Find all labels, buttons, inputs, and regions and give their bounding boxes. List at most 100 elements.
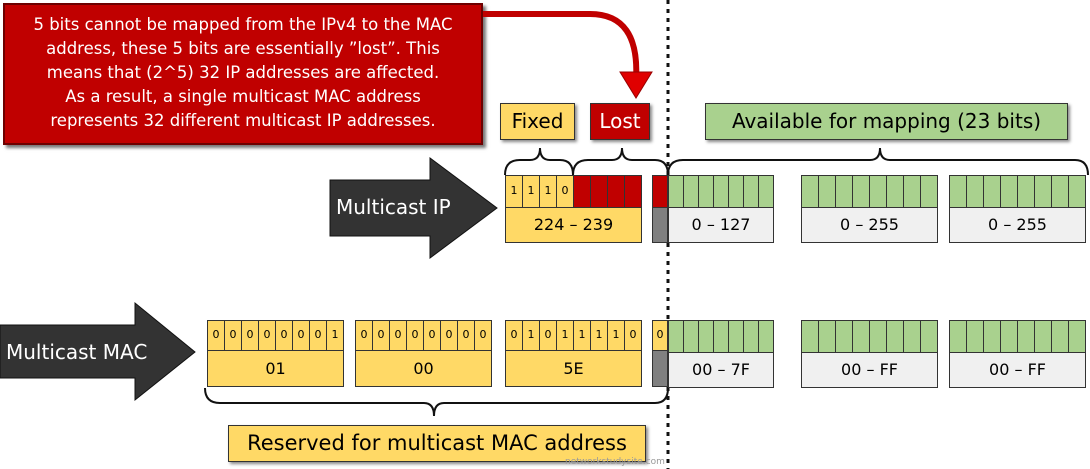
mac-fixed-bit: 0 [241, 320, 259, 351]
available-bit [920, 175, 938, 208]
mac-fixed-bit: 0 [406, 320, 424, 351]
lost-bit [652, 175, 668, 208]
available-bit [903, 175, 921, 208]
lost-bit [590, 175, 608, 208]
mac-fixed-bit: 0 [505, 320, 523, 351]
mac-fixed-bit: 1 [590, 320, 608, 351]
available-bit [1000, 175, 1018, 208]
unused-bit [652, 207, 668, 243]
available-bit [886, 175, 904, 208]
available-bit [1068, 320, 1086, 353]
available-bit [1051, 320, 1069, 353]
mac-fixed-bit: 1 [573, 320, 591, 351]
mac-byte-value: 00 [355, 350, 492, 387]
fixed-bit: 0 [556, 175, 574, 208]
available-bit [835, 175, 853, 208]
ip-byte-value: 0 – 255 [801, 207, 938, 243]
brace-fixed [504, 147, 574, 176]
available-bit [869, 320, 887, 353]
available-bit [728, 175, 744, 208]
available-bit [983, 320, 1001, 353]
available-bit [903, 320, 921, 353]
available-bit [713, 320, 729, 353]
available-bit [1034, 320, 1052, 353]
mac-fixed-bit: 1 [556, 320, 574, 351]
available-bit [983, 175, 1001, 208]
note-line: means that (2^5) 32 IP addresses are aff… [46, 63, 440, 82]
mac-fixed-bit: 0 [224, 320, 242, 351]
mac-fixed-bit: 0 [624, 320, 642, 351]
mac-fixed-bit: 0 [539, 320, 557, 351]
available-bit [869, 175, 887, 208]
available-bit [852, 175, 870, 208]
mac-byte-value: 00 – FF [801, 352, 938, 388]
note-line: address, these 5 bits are essentially ”l… [46, 39, 440, 58]
available-bit [949, 320, 967, 353]
available-bit [966, 320, 984, 353]
mac-fixed-bit: 1 [326, 320, 344, 351]
mac-reserved-bit: 0 [652, 320, 668, 351]
mac-fixed-bit: 0 [207, 320, 225, 351]
brace-reserved [204, 387, 669, 417]
available-bit [801, 175, 819, 208]
mac-fixed-bit: 0 [275, 320, 293, 351]
note-line: 5 bits cannot be mapped from the IPv4 to… [33, 15, 453, 34]
lost-bit [624, 175, 642, 208]
available-bit [758, 175, 774, 208]
curved-arrow-head [619, 71, 653, 99]
watermark: networkstudysite.com [565, 457, 665, 467]
lost-bit [573, 175, 591, 208]
available-bit [1000, 320, 1018, 353]
fixed-bit: 1 [522, 175, 540, 208]
available-bit [683, 175, 699, 208]
available-bit [743, 320, 759, 353]
lost-bit [607, 175, 625, 208]
note-line: represents 32 different multicast IP add… [50, 111, 436, 130]
fixed-bit: 1 [539, 175, 557, 208]
available-bit [698, 320, 714, 353]
available-bit [713, 175, 729, 208]
mac-fixed-bit: 1 [607, 320, 625, 351]
mac-fixed-bit: 0 [372, 320, 390, 351]
mac-fixed-bit: 0 [440, 320, 458, 351]
mac-fixed-bit: 0 [457, 320, 475, 351]
available-bit [801, 320, 819, 353]
mac-fixed-bit: 0 [389, 320, 407, 351]
available-bit [758, 320, 774, 353]
unused-bit [652, 350, 668, 387]
ip-byte-value: 0 – 255 [949, 207, 1086, 243]
available-bit [949, 175, 967, 208]
curved-arrow [483, 11, 640, 81]
mac-byte-value: 00 – FF [949, 352, 1086, 388]
note-line: As a result, a single multicast MAC addr… [65, 87, 421, 106]
available-bit [920, 320, 938, 353]
mac-fixed-bit: 0 [423, 320, 441, 351]
mac-fixed-bit: 0 [309, 320, 327, 351]
fixed-label: Fixed [500, 103, 575, 140]
mac-byte-value: 01 [207, 350, 344, 387]
available-bit [683, 320, 699, 353]
multicast-ip-arrow [329, 157, 498, 259]
mac-fixed-bit: 1 [522, 320, 540, 351]
ip-byte-value: 0 – 127 [668, 207, 774, 243]
available-bit [743, 175, 759, 208]
available-bit [1034, 175, 1052, 208]
available-bit [835, 320, 853, 353]
available-bit [966, 175, 984, 208]
available-bit [668, 320, 684, 353]
multicast-ip-label: Multicast IP [336, 195, 451, 219]
available-bit [886, 320, 904, 353]
available-bit [1051, 175, 1069, 208]
available-bit [818, 320, 836, 353]
brace-available [667, 147, 1089, 176]
fixed-bit: 1 [505, 175, 523, 208]
reserved-label: Reserved for multicast MAC address [228, 425, 646, 462]
mac-byte-value: 00 – 7F [668, 352, 774, 388]
available-bit [728, 320, 744, 353]
mac-fixed-bit: 0 [258, 320, 276, 351]
available-bit [1017, 320, 1035, 353]
mac-fixed-bit: 0 [292, 320, 310, 351]
available-bit [852, 320, 870, 353]
